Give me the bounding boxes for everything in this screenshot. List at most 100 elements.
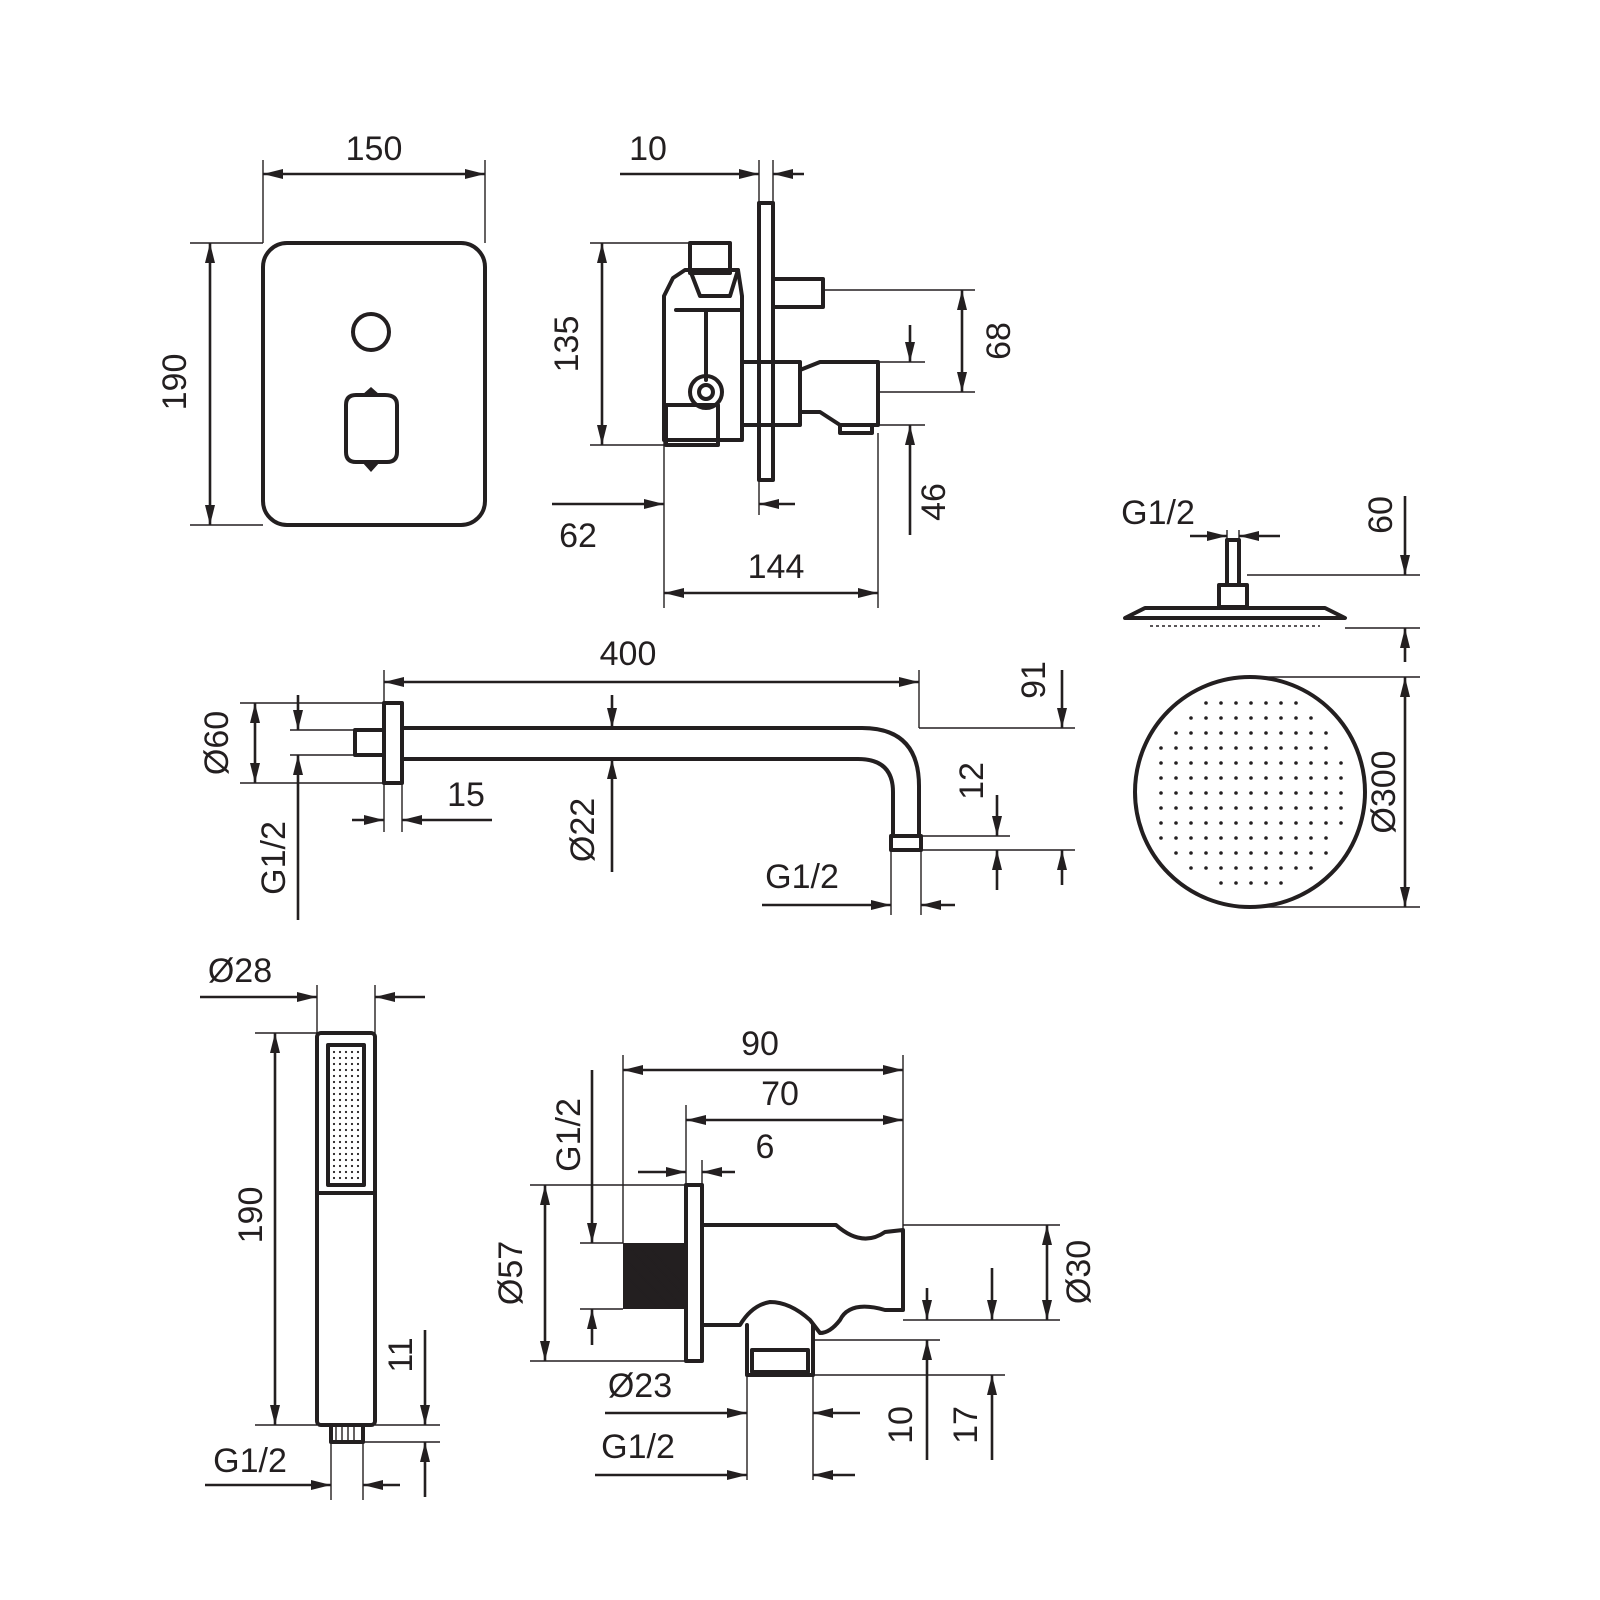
nozzle-dot <box>1324 776 1328 780</box>
nozzle-dot <box>1249 746 1253 750</box>
nozzle-dot <box>1264 776 1268 780</box>
nozzle-dot <box>1264 746 1268 750</box>
hand-nozzle-dot <box>332 1122 336 1126</box>
nozzle-dot <box>1234 881 1238 885</box>
wall-elbow-view <box>623 1183 905 1377</box>
nozzle-dot <box>1159 806 1163 810</box>
hand-nozzle-dot <box>356 1056 360 1060</box>
nozzle-dot <box>1279 746 1283 750</box>
hand-nozzle-dot <box>332 1110 336 1114</box>
nozzle-dot <box>1249 821 1253 825</box>
nozzle-dot <box>1309 866 1313 870</box>
hand-nozzle-dot <box>332 1116 336 1120</box>
hand-nozzle-dot <box>344 1104 348 1108</box>
nozzle-dot <box>1159 761 1163 765</box>
hand-nozzle-dot <box>332 1098 336 1102</box>
nozzle-dot <box>1294 731 1298 735</box>
nozzle-dot <box>1159 821 1163 825</box>
panel-dimensions: 150 190 <box>156 130 486 526</box>
hand-nozzle-dot <box>344 1176 348 1180</box>
nozzle-dot <box>1279 731 1283 735</box>
control-panel-view <box>261 241 487 527</box>
hand-nozzle-dot <box>332 1128 336 1132</box>
hand-nozzle-dot <box>344 1134 348 1138</box>
hand-nozzle-dot <box>332 1140 336 1144</box>
elbow-outlet-nut <box>750 1348 810 1374</box>
hand-nozzle-dot <box>338 1116 342 1120</box>
nozzle-dot <box>1309 836 1313 840</box>
arm-end-thread-label: G1/2 <box>765 858 839 896</box>
nozzle-dot <box>1234 701 1238 705</box>
elbow-wall-flange <box>684 1183 704 1363</box>
hand-nozzle-dot <box>344 1128 348 1132</box>
nozzle-dot <box>1234 746 1238 750</box>
nozzle-dot <box>1279 881 1283 885</box>
nozzle-dot <box>1264 716 1268 720</box>
nozzle-dot <box>1264 866 1268 870</box>
nozzle-dot <box>1249 761 1253 765</box>
hand-nozzle-dot <box>332 1104 336 1108</box>
panel-width-label: 150 <box>346 130 403 168</box>
hand-thread-label: G1/2 <box>213 1442 287 1480</box>
nozzle-dot <box>1234 791 1238 795</box>
nozzle-dot <box>1279 716 1283 720</box>
hand-nozzle-dot <box>356 1074 360 1078</box>
valve-inlet-port-icon <box>688 374 724 410</box>
nozzle-dot <box>1279 791 1283 795</box>
hand-diameter-label: Ø28 <box>208 952 272 990</box>
hand-nozzle-dot <box>332 1170 336 1174</box>
arm-wall-thread <box>353 728 386 757</box>
nozzle-dot <box>1234 836 1238 840</box>
nozzle-dot <box>1279 836 1283 840</box>
nozzle-dot <box>1189 836 1193 840</box>
hand-nozzle-dot <box>350 1086 354 1090</box>
nozzle-dot <box>1189 791 1193 795</box>
hand-nozzle-dot <box>350 1140 354 1144</box>
nozzle-dot <box>1309 776 1313 780</box>
hand-nozzle-dot <box>332 1146 336 1150</box>
nozzle-dot <box>1264 836 1268 840</box>
valve-height-label: 135 <box>548 316 586 373</box>
elbow-plate-label: 6 <box>756 1128 775 1166</box>
hand-nozzle-dot <box>338 1104 342 1108</box>
arm-diameter-label: Ø22 <box>564 798 602 862</box>
nozzle-dot <box>1279 776 1283 780</box>
valve-cartridge <box>798 360 880 427</box>
nozzle-dot <box>1189 866 1193 870</box>
nozzle-dot <box>1189 731 1193 735</box>
elbow-outlet-thread-label: G1/2 <box>601 1428 675 1466</box>
nozzle-dot <box>1264 731 1268 735</box>
nozzle-dot <box>1204 806 1208 810</box>
arm-dimensions: 400 Ø60 G1/2 15 Ø22 91 12 G1/2 <box>198 635 1075 920</box>
nozzle-dot <box>1249 731 1253 735</box>
valve-mounting-plate <box>757 201 775 482</box>
hand-nozzle-dot <box>338 1164 342 1168</box>
mixer-knob-icon <box>344 393 399 464</box>
nozzle-dot <box>1189 761 1193 765</box>
hand-nozzle-dot <box>356 1116 360 1120</box>
elbow-outlet-drop-label: 17 <box>947 1406 985 1444</box>
nozzle-dot <box>1249 836 1253 840</box>
nozzle-dot <box>1294 746 1298 750</box>
knob-top-mark-icon <box>362 387 380 395</box>
nozzle-dot <box>1279 851 1283 855</box>
hand-nozzle-dot <box>344 1074 348 1078</box>
hand-nozzle-dot <box>344 1080 348 1084</box>
nozzle-dot <box>1189 806 1193 810</box>
hand-nozzle-dot <box>356 1086 360 1090</box>
nozzle-dot <box>1264 881 1268 885</box>
nozzle-dot <box>1309 746 1313 750</box>
head-thread-label: G1/2 <box>1121 494 1195 532</box>
nozzle-dot <box>1189 821 1193 825</box>
nozzle-dot <box>1294 791 1298 795</box>
hand-nozzle-dot <box>338 1098 342 1102</box>
nozzle-dot <box>1159 791 1163 795</box>
hand-nozzle-dot <box>356 1158 360 1162</box>
nozzle-dot <box>1264 806 1268 810</box>
elbow-body <box>700 1223 905 1335</box>
nozzle-dot <box>1219 776 1223 780</box>
hand-nozzle-dot <box>344 1086 348 1090</box>
hand-shower-nozzles <box>332 1050 360 1180</box>
nozzle-dot <box>1294 761 1298 765</box>
nozzle-dot <box>1159 776 1163 780</box>
